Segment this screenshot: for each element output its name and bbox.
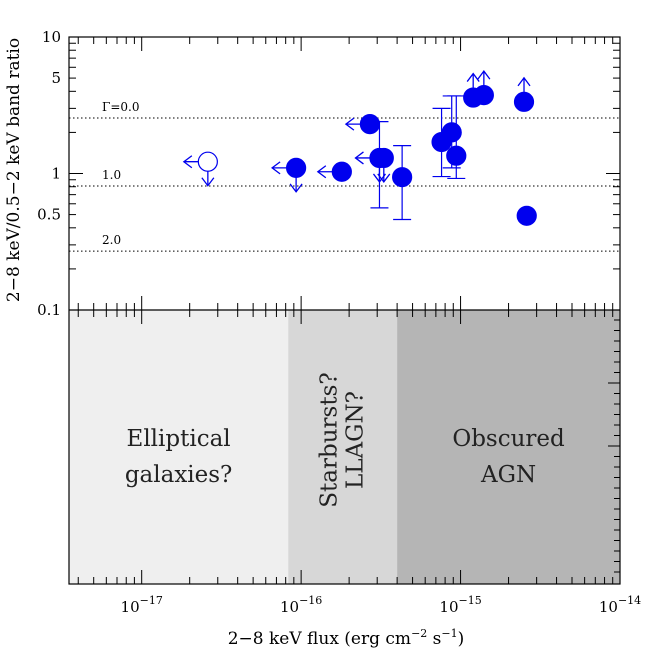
data-points <box>197 85 537 226</box>
reference-line-label: Γ=0.0 <box>102 100 139 114</box>
region-label-line: LLAGN? <box>343 391 369 489</box>
x-tick-label-exp: −17 <box>140 594 163 607</box>
x-tick-label-base: 10 <box>280 598 299 616</box>
x-tick-label-exp: −16 <box>299 594 322 607</box>
region-label-line: galaxies? <box>125 462 233 488</box>
region-label-line: Obscured <box>452 426 565 452</box>
y-tick-label: 5 <box>51 69 61 87</box>
region-2 <box>397 310 620 584</box>
x-tick-label-exp: −15 <box>459 594 482 607</box>
reference-lines: Γ=0.0 1.0 2.0 <box>69 100 620 252</box>
axis-ticks <box>69 36 621 584</box>
lower-limit-arrow-head <box>477 70 491 80</box>
x-tick-label: 10−16 <box>280 594 322 616</box>
y-tick-label: 1 <box>51 165 61 183</box>
data-point <box>441 122 462 143</box>
flux-limit-arrow-head <box>271 161 281 175</box>
x-tick-label: 10−15 <box>439 594 481 616</box>
y-axis-title: 2−8 keV/0.5−2 keV band ratio <box>4 38 24 302</box>
data-point <box>392 167 413 188</box>
data-point <box>373 147 394 169</box>
data-point <box>331 161 352 182</box>
region-label-1: Starbursts?LLAGN? <box>317 372 369 507</box>
data-point <box>516 205 537 226</box>
region-1 <box>288 310 398 584</box>
data-point <box>473 85 494 106</box>
region-0 <box>69 310 289 584</box>
data-point <box>446 145 467 166</box>
source-class-regions: Elliptical galaxies? Starbursts?LLAGN? Obsc… <box>69 310 620 584</box>
x-tick-label-exp: −14 <box>618 594 641 607</box>
upper-limit-arrow-head <box>377 173 391 184</box>
x-tick-label-base: 10 <box>121 598 140 616</box>
limit-arrows <box>182 70 531 193</box>
flux-limit-arrow-head <box>354 151 364 165</box>
y-tick-label: 10 <box>42 28 61 46</box>
x-tick-label-base: 10 <box>439 598 458 616</box>
flux-limit-arrow-head <box>344 117 355 131</box>
y-tick-label: 0.5 <box>37 206 61 224</box>
data-point <box>513 91 535 112</box>
region-label-line: AGN <box>480 462 536 488</box>
data-point <box>359 114 381 135</box>
upper-limit-arrow-head <box>289 183 303 193</box>
y-tick-label: 0.1 <box>37 301 61 319</box>
region-label-line: Elliptical <box>127 426 231 452</box>
reference-line-label: 1.0 <box>102 168 121 182</box>
reference-line-label: 2.0 <box>102 233 121 247</box>
x-tick-label: 10−14 <box>599 594 641 616</box>
lower-limit-arrow-head <box>517 76 531 87</box>
region-label-line: Starbursts? <box>317 372 343 507</box>
x-tick-label: 10−17 <box>121 594 163 616</box>
x-tick-label-base: 10 <box>599 598 618 616</box>
lower-limit-arrow-head <box>466 72 480 82</box>
x-axis-title: 2−8 keV flux (erg cm−2 s−1) <box>228 627 465 649</box>
data-point <box>286 157 307 178</box>
flux-limit-arrow-head <box>182 155 193 169</box>
data-point <box>197 151 218 172</box>
upper-limit-arrow-head <box>201 177 215 187</box>
flux-limit-arrow-head <box>316 165 327 179</box>
